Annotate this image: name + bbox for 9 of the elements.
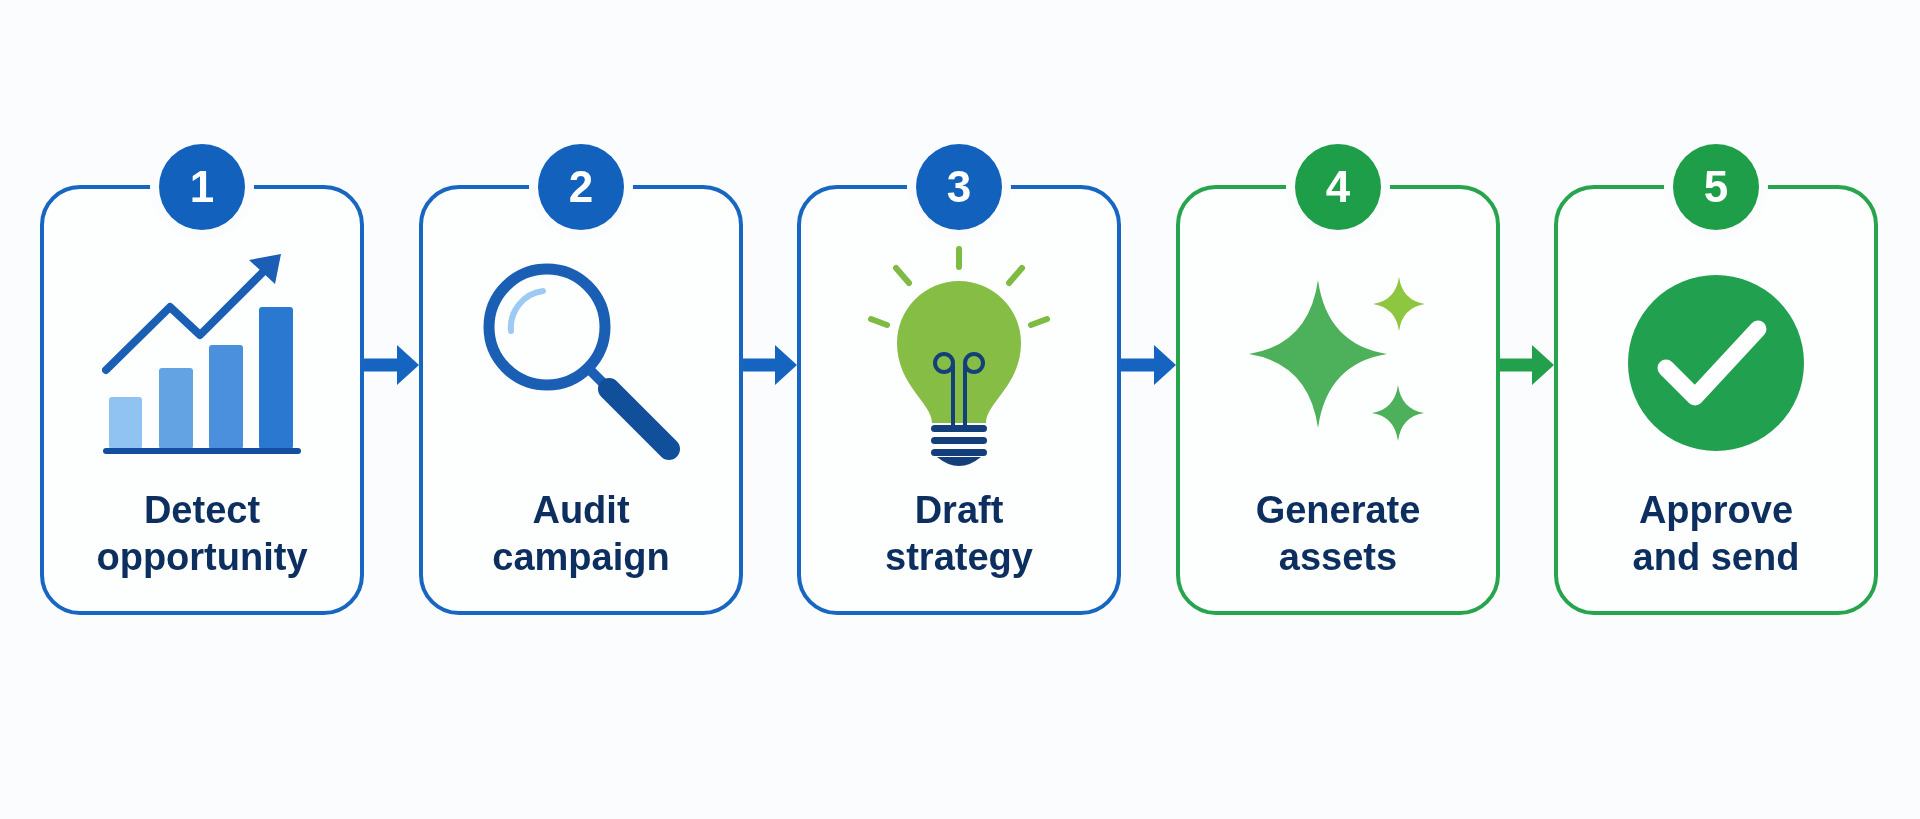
step-title: Draft strategy bbox=[884, 488, 1034, 580]
arrow bbox=[1500, 345, 1554, 385]
arrow bbox=[743, 345, 797, 385]
step-title: Detect opportunity bbox=[95, 488, 309, 580]
arrow bbox=[364, 345, 419, 385]
step-title: Generate assets bbox=[1254, 488, 1422, 580]
step-title: Approve and send bbox=[1631, 488, 1801, 580]
arrow bbox=[1121, 345, 1176, 385]
step-title: Audit campaign bbox=[491, 488, 671, 580]
